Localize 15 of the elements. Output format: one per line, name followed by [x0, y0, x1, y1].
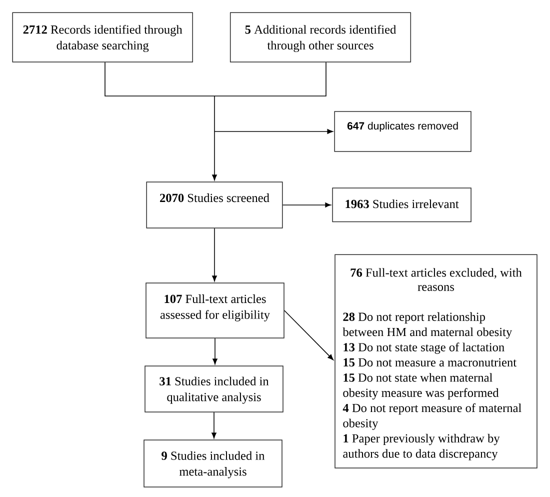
arrow: [212, 338, 218, 364]
exclusion-box: 76 Full-text articles excluded, with reasons 28 Do not report relationship between HM and maternal obesity 13 Do not state stage of lactation 15 Do not measure a macronutrient 15 Do not state when maternal obesity measure was performed 4 Do not report measure of maternal obesity 1 Paper previously withdraw by authors due to data discrepancy: [334, 254, 538, 468]
process-box: 107 Full-text articles assessed for eligibility: [146, 282, 284, 338]
process-box: 2712 Records identified through database searching: [12, 12, 193, 62]
exclusion-box: 1963 Studies irrelevant: [332, 188, 472, 222]
process-box: 31 Studies included in qualitative analysis: [144, 366, 284, 412]
arrow: [282, 202, 331, 208]
arrow: [104, 62, 334, 180]
exclusion-box: 647 duplicates removed: [334, 111, 472, 152]
arrow: [212, 412, 216, 438]
process-box: 9 Studies included in meta-analysis: [144, 440, 282, 488]
process-box: 5 Additional records identified through other sources: [230, 12, 412, 62]
arrow: [284, 310, 334, 360]
arrow: [212, 228, 217, 282]
process-box: 2070 Studies screened: [146, 182, 283, 228]
